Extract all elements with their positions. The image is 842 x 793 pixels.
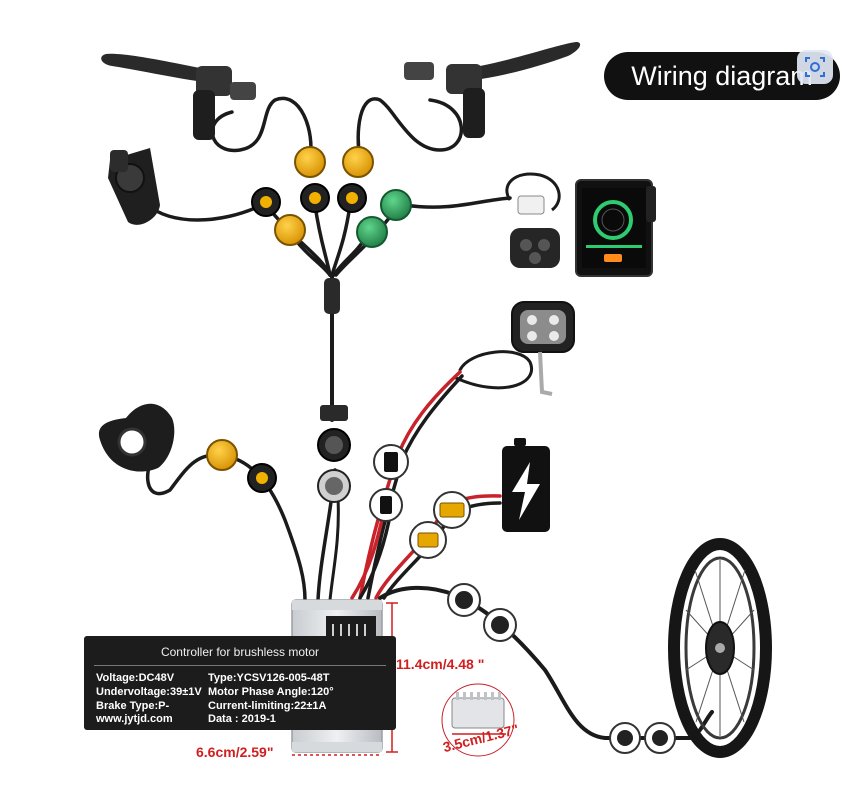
battery-lightning-icon bbox=[502, 438, 550, 532]
heatsink-cross-section bbox=[441, 683, 515, 757]
lens-button[interactable] bbox=[797, 50, 833, 84]
hub-motor-wheel bbox=[668, 538, 772, 758]
search-image-icon bbox=[805, 57, 825, 77]
lcd-display bbox=[575, 179, 656, 277]
label-heading: Controller for brushless motor bbox=[160, 645, 320, 659]
spec-undervoltage: Undervoltage:39±1V bbox=[96, 686, 202, 698]
left-brake-lever bbox=[101, 53, 256, 140]
pedal-sensor bbox=[98, 403, 277, 493]
dimension-width: 6.6cm/2.59" bbox=[196, 744, 274, 760]
dimension-height: 11.4cm/4.48 " bbox=[396, 656, 485, 672]
spec-website: www.jytjd.com bbox=[96, 713, 173, 725]
title-pill: Wiring diagram bbox=[604, 52, 840, 100]
button-pad bbox=[505, 172, 561, 268]
spec-date: Data : 2019-1 bbox=[208, 713, 276, 725]
main-connectors bbox=[317, 405, 471, 559]
connector-cluster bbox=[251, 146, 412, 314]
controller-spec-label: Controller for brushless motor Voltage:D… bbox=[84, 636, 396, 730]
spec-brake-type: Brake Type:P- bbox=[96, 700, 170, 712]
motor-connectors bbox=[447, 583, 676, 754]
power-wires bbox=[350, 370, 502, 600]
spec-type: Type:YCSV126-005-48T bbox=[208, 672, 330, 684]
thumb-throttle bbox=[108, 148, 160, 225]
label-divider bbox=[94, 665, 386, 666]
spec-voltage: Voltage:DC48V bbox=[96, 672, 175, 684]
right-brake-lever bbox=[404, 42, 581, 138]
spec-phase-angle: Motor Phase Angle:120° bbox=[208, 686, 334, 698]
spec-current-limiting: Current-limiting:22±1A bbox=[208, 700, 327, 712]
headlight bbox=[511, 301, 575, 396]
